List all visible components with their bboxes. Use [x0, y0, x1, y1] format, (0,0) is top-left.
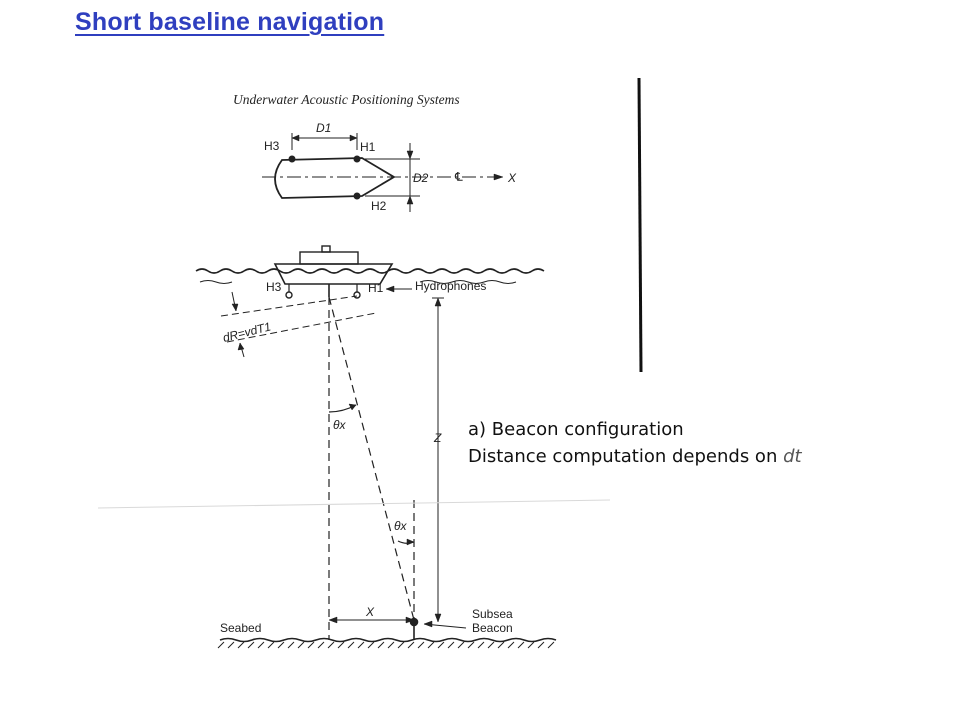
x-arrow [493, 173, 504, 181]
section-view [195, 245, 557, 649]
plan-view [262, 133, 505, 212]
figure-caption: Underwater Acoustic Positioning Systems [233, 92, 460, 107]
centerline-symbol: ℄ [454, 170, 463, 184]
hydrophone-h1 [353, 291, 361, 299]
slide-body-text: a) Beacon configuration Distance computa… [468, 416, 802, 470]
slide-title: Short baseline navigation [75, 8, 385, 36]
hydrophone-h3 [285, 291, 293, 299]
x-label: X [365, 605, 375, 619]
text-line-distance: Distance computation depends on dt [468, 443, 802, 470]
theta-label-upper: θx [333, 418, 347, 432]
text-line-beacon-config: a) Beacon configuration [468, 419, 684, 440]
plan-label-d2: D2 [413, 171, 429, 185]
section-label-h3: H3 [266, 280, 282, 294]
ship-superstructure [299, 251, 359, 265]
plan-hydrophone-h3 [288, 155, 296, 163]
ship-funnel [321, 245, 331, 253]
subsea-label-line2: Beacon [472, 621, 513, 635]
dr-formula-label: dR=vdT1 [221, 319, 272, 344]
wavefront-upper [220, 295, 358, 317]
plan-label-d1: D1 [316, 121, 331, 135]
seabed-label: Seabed [220, 621, 261, 635]
text-line-distance-prefix: Distance computation depends on [468, 446, 784, 467]
wavefront-lower [226, 312, 377, 343]
text-line-distance-var: dt [783, 446, 802, 467]
plan-label-h1: H1 [360, 140, 376, 154]
z-label: Z [433, 431, 442, 445]
hydrophones-label: Hydrophones [415, 279, 486, 293]
slant-path [328, 296, 415, 621]
plan-hydrophone-h1 [353, 155, 361, 163]
hull-outline [274, 157, 396, 199]
seabed-hatch [217, 641, 555, 649]
section-label-h1: H1 [368, 281, 384, 295]
sea-surface [195, 268, 545, 274]
scan-edge-bar [637, 77, 643, 373]
plan-hydrophone-h2 [353, 192, 361, 200]
plan-label-h2: H2 [371, 199, 387, 213]
seabed-line [219, 637, 557, 643]
plan-label-x: X [507, 171, 517, 185]
theta-label-lower: θx [394, 519, 408, 533]
subsea-label-line1: Subsea [472, 607, 513, 621]
plan-label-h3: H3 [264, 139, 280, 153]
ship-hull [273, 263, 394, 285]
